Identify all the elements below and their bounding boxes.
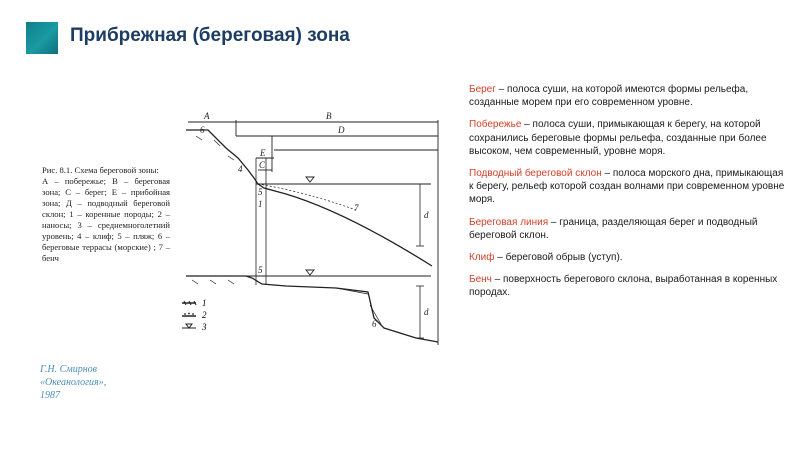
text-poberezhye: – полоса суши, примыкающая к берегу, на … bbox=[469, 119, 767, 157]
coastal-zone-diagram: A B D E C 6 4 5 1 7 5 6 d d bbox=[186, 111, 439, 345]
definition-coastline: Береговая линия – граница, разделяющая б… bbox=[469, 216, 785, 242]
term-klif: Клиф bbox=[469, 252, 495, 264]
label-5-lower: 5 bbox=[258, 265, 263, 275]
legend-sediment: 2 bbox=[182, 310, 207, 320]
definition-bench: Бенч – поверхность берегового склона, вы… bbox=[469, 273, 785, 299]
term-coastline: Береговая линия bbox=[469, 216, 549, 228]
label-6-lower: 6 bbox=[372, 319, 377, 329]
caption-body: А – побережье; В – береговая зона; С – б… bbox=[42, 176, 170, 263]
label-6-upper: 6 bbox=[200, 125, 205, 135]
term-underwater-slope: Подводный береговой склон bbox=[469, 168, 602, 180]
lower-profile bbox=[186, 275, 439, 343]
text-bench: – поверхность берегового склона, выработ… bbox=[469, 274, 778, 299]
text-bereg: – полоса суши, на которой имеются формы … bbox=[469, 84, 749, 109]
figure-legend: 1 2 3 bbox=[182, 299, 207, 332]
label-D: D bbox=[337, 125, 345, 135]
definitions-list: Берег – полоса суши, на которой имеются … bbox=[469, 83, 785, 309]
legend-label-3: 3 bbox=[201, 322, 207, 332]
label-1: 1 bbox=[258, 199, 263, 209]
construction-lines bbox=[255, 158, 424, 339]
legend-mean-level: 3 bbox=[182, 322, 207, 332]
accent-square bbox=[26, 22, 58, 54]
legend-bedrock: 1 bbox=[182, 299, 207, 308]
source-citation: Г.Н. Смирнов «Океанология», 1987 bbox=[40, 363, 160, 402]
legend-label-1: 1 bbox=[202, 299, 207, 308]
source-author: Г.Н. Смирнов bbox=[40, 364, 98, 375]
source-year: 1987 bbox=[40, 390, 60, 401]
figure-caption: Рис. 8.1. Схема береговой зоны: А – побе… bbox=[42, 165, 170, 264]
sea-levels bbox=[246, 176, 431, 277]
definition-bereg: Берег – полоса суши, на которой имеются … bbox=[469, 83, 785, 109]
source-book: «Океанология», bbox=[40, 377, 107, 388]
label-B: B bbox=[326, 111, 332, 121]
legend-label-2: 2 bbox=[202, 310, 207, 320]
page-title: Прибрежная (береговая) зона bbox=[70, 25, 350, 46]
label-7: 7 bbox=[354, 203, 359, 213]
label-E: E bbox=[259, 148, 266, 158]
label-C: C bbox=[259, 160, 266, 170]
dimension-lines bbox=[188, 120, 439, 345]
definition-poberezhye: Побережье – полоса суши, примыкающая к б… bbox=[469, 118, 785, 158]
definition-klif: Клиф – береговой обрыв (уступ). bbox=[469, 251, 785, 264]
term-poberezhye: Побережье bbox=[469, 119, 522, 131]
caption-title: Рис. 8.1. Схема береговой зоны: bbox=[42, 165, 159, 175]
text-coastline: – граница, разделяющая берег и подводный… bbox=[469, 216, 758, 241]
label-d-upper: d bbox=[424, 210, 429, 220]
text-underwater-slope: – полоса морского дна, примыкающая к бер… bbox=[469, 168, 785, 206]
label-d-lower: d bbox=[424, 307, 429, 317]
label-A: A bbox=[203, 111, 210, 121]
label-5-upper: 5 bbox=[258, 187, 263, 197]
upper-profile bbox=[186, 129, 433, 267]
text-klif: – береговой обрыв (уступ). bbox=[494, 252, 623, 264]
term-bench: Бенч bbox=[469, 274, 492, 286]
term-bereg: Берег bbox=[469, 84, 496, 95]
label-4: 4 bbox=[238, 164, 243, 174]
definition-underwater-slope: Подводный береговой склон – полоса морск… bbox=[469, 167, 785, 207]
